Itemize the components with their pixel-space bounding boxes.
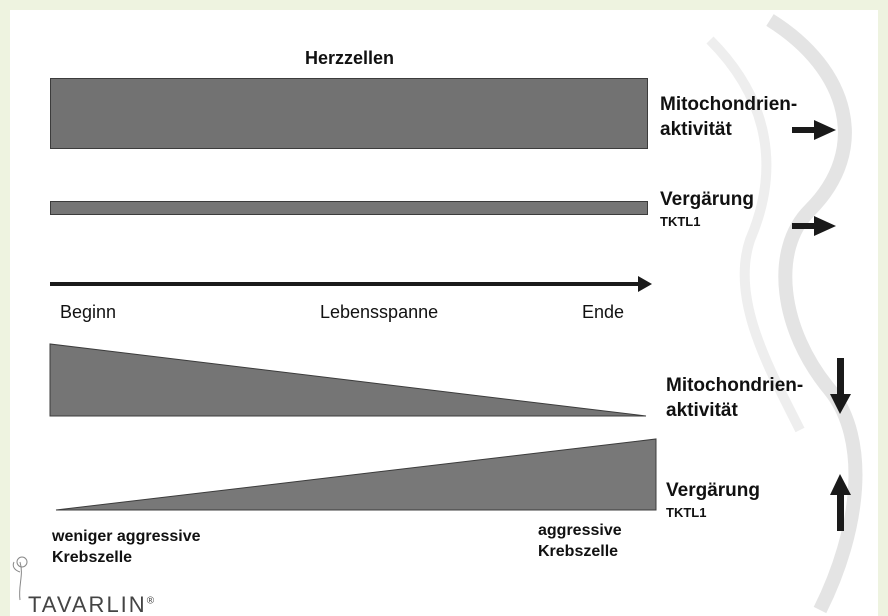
right-arrow-icon bbox=[792, 216, 836, 236]
up-arrow-icon bbox=[830, 474, 851, 531]
tavarlin-logo: TAVARLIN® bbox=[28, 592, 156, 616]
down-arrow-icon bbox=[830, 358, 851, 414]
slide: Herzzellen Mitochondrien- aktivität Verg… bbox=[10, 10, 878, 616]
bottom-mitochondria-label: Mitochondrien- aktivität bbox=[666, 373, 803, 423]
axis-start-label: Beginn bbox=[60, 302, 116, 323]
lifespan-axis-arrow bbox=[50, 276, 652, 292]
less-aggressive-cell-label: weniger aggressive Krebszelle bbox=[52, 526, 201, 568]
bottom-fermentation-label: Vergärung bbox=[666, 478, 760, 503]
fermentation-wedge-increasing bbox=[56, 439, 656, 510]
mitochondria-wedge-decreasing bbox=[50, 344, 646, 416]
axis-end-label: Ende bbox=[582, 302, 624, 323]
aggressive-cell-label: aggressive Krebszelle bbox=[538, 520, 622, 562]
bottom-fermentation-sublabel: TKTL1 bbox=[666, 505, 706, 520]
right-arrow-icon bbox=[792, 120, 836, 140]
axis-middle-label: Lebensspanne bbox=[320, 302, 438, 323]
logo-flower-icon bbox=[13, 557, 27, 600]
